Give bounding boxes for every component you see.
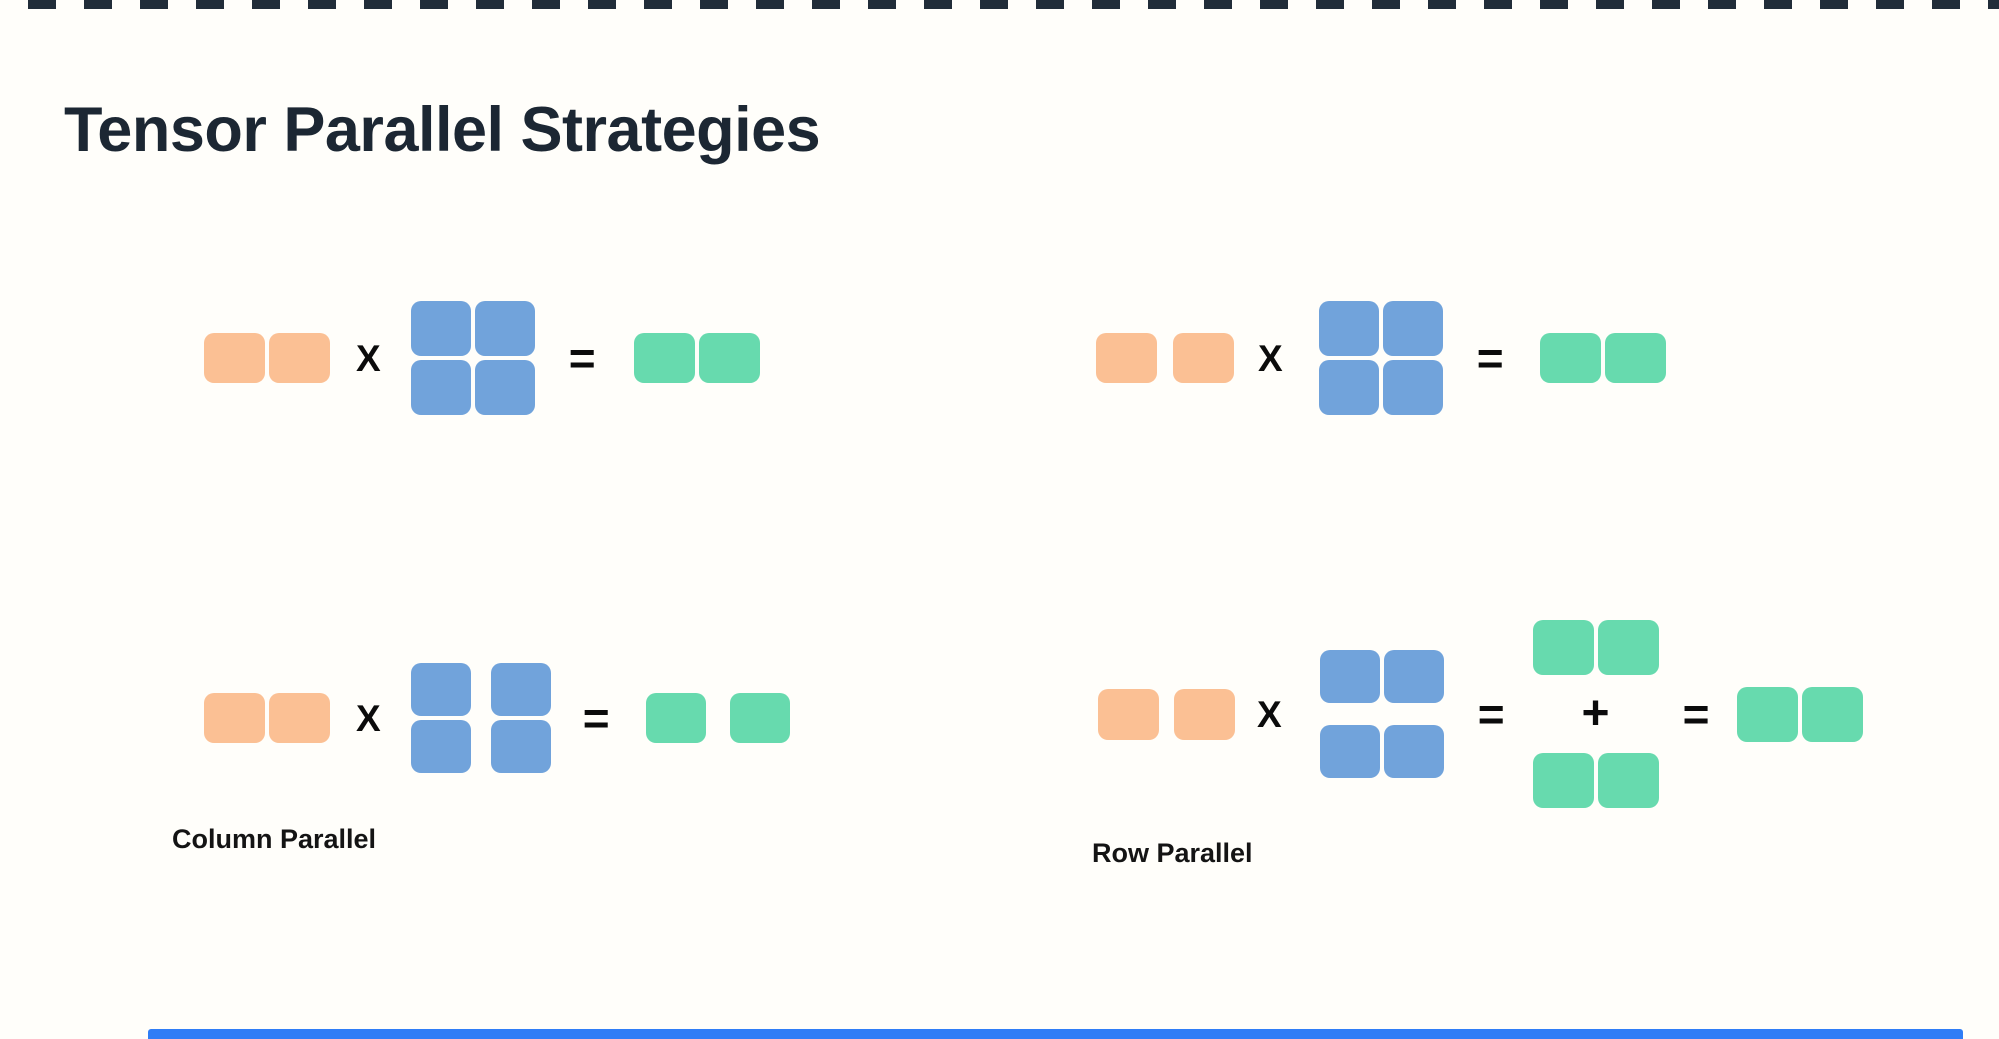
weight-block xyxy=(1318,360,1379,415)
weight-matrix xyxy=(410,301,535,415)
output-block xyxy=(1539,333,1601,383)
weight-block xyxy=(1319,725,1380,778)
weight-block xyxy=(474,360,535,415)
partial-output-top xyxy=(1532,620,1659,675)
partial-output-bottom xyxy=(1532,753,1659,808)
weight-block xyxy=(490,663,551,716)
operator-equals: = xyxy=(568,332,596,384)
input-block xyxy=(269,333,330,383)
weight-block xyxy=(410,720,471,773)
weight-matrix-row-split xyxy=(1319,650,1444,778)
input-vector xyxy=(204,693,330,743)
operator-multiply: X xyxy=(356,697,381,739)
output-block xyxy=(1532,620,1594,675)
input-vector-split xyxy=(1098,688,1235,740)
operator-multiply: X xyxy=(1258,337,1283,379)
weight-block xyxy=(1383,725,1444,778)
weight-matrix-column-split xyxy=(410,663,551,773)
output-block xyxy=(729,693,790,743)
input-block xyxy=(1173,333,1234,383)
input-block xyxy=(204,333,265,383)
diagram-column-parallel: X= xyxy=(204,663,790,773)
operator-equals: = xyxy=(1476,332,1504,384)
output-block xyxy=(633,333,695,383)
weight-matrix xyxy=(1318,301,1443,415)
operator-plus: + xyxy=(1581,687,1610,740)
input-vector xyxy=(204,333,330,383)
diagram-row-parallel: X = + = xyxy=(1098,620,1864,808)
input-block xyxy=(1096,333,1157,383)
weight-block xyxy=(1383,650,1444,703)
output-block xyxy=(1604,333,1666,383)
input-block xyxy=(1174,688,1235,740)
page-title: Tensor Parallel Strategies xyxy=(64,95,821,166)
output-vector xyxy=(1539,333,1666,383)
weight-block xyxy=(474,301,535,356)
operator-equals: = xyxy=(1682,688,1710,740)
top-dash-decoration xyxy=(0,0,1999,9)
caption-row-parallel: Row Parallel xyxy=(1092,838,1253,868)
weight-block xyxy=(1319,650,1380,703)
weight-block xyxy=(410,360,471,415)
output-vector xyxy=(1737,686,1864,742)
diagram-full-matmul-left: X= xyxy=(204,301,760,415)
operator-equals: = xyxy=(582,692,610,744)
weight-block xyxy=(1318,301,1379,356)
bottom-progress-bar xyxy=(148,1029,1963,1039)
output-block xyxy=(645,693,706,743)
caption-column-parallel: Column Parallel xyxy=(172,824,377,854)
weight-block xyxy=(1382,360,1443,415)
weight-block xyxy=(490,720,551,773)
weight-block xyxy=(410,663,471,716)
partial-sums: + xyxy=(1532,620,1659,808)
operator-equals: = xyxy=(1477,688,1505,740)
output-block xyxy=(1802,686,1864,742)
weight-block xyxy=(1382,301,1443,356)
input-block xyxy=(204,693,265,743)
output-block xyxy=(698,333,760,383)
weight-block xyxy=(410,301,471,356)
output-block xyxy=(1737,686,1799,742)
input-vector-split xyxy=(1096,333,1234,383)
output-vector-split xyxy=(645,693,790,743)
output-block xyxy=(1532,753,1594,808)
output-block xyxy=(1597,753,1659,808)
input-block xyxy=(269,693,330,743)
input-block xyxy=(1098,688,1159,740)
diagram-full-matmul-right: X= xyxy=(1096,301,1666,415)
output-block xyxy=(1597,620,1659,675)
operator-multiply: X xyxy=(356,337,381,379)
operator-multiply: X xyxy=(1257,693,1282,735)
output-vector xyxy=(633,333,760,383)
